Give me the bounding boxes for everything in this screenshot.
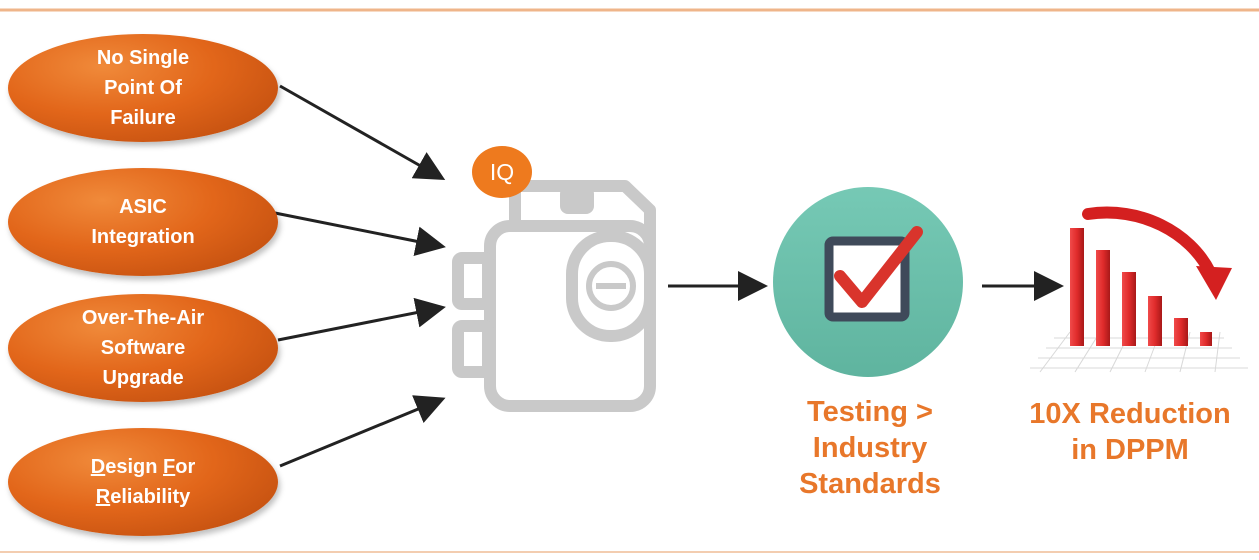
- checkbox-checked-icon: [773, 187, 963, 377]
- oval-line: Integration: [91, 226, 195, 248]
- text-fragment: or: [175, 456, 196, 478]
- underlined-letter: D: [90, 456, 106, 478]
- underlined-letter: R: [95, 486, 111, 508]
- oval-line: Software: [100, 337, 186, 359]
- oval-over-the-air-upgrade: Over-The-Air Software Upgrade: [8, 294, 278, 402]
- reduction-caption: 10X Reduction in DPPM: [1002, 396, 1258, 468]
- text-fragment: esign: [105, 456, 164, 478]
- oval-asic-integration: ASIC Integration: [8, 168, 278, 276]
- caption-line: 10X Reduction: [1029, 398, 1231, 430]
- oval-line: Point Of: [104, 77, 182, 99]
- underlined-letter: F: [163, 456, 176, 478]
- smart-meter-icon: [452, 180, 656, 412]
- oval-design-for-reliability: Design For Reliability: [8, 428, 278, 536]
- arrow-no-single-point: [279, 84, 446, 180]
- arrow-ota: [277, 297, 446, 342]
- oval-line-design-for: Design For: [43, 452, 243, 482]
- testing-caption: Testing > Industry Standards: [760, 394, 980, 502]
- oval-no-single-point-of-failure: No Single Point Of Failure: [8, 34, 278, 142]
- declining-bar-chart-icon: [1030, 206, 1248, 373]
- caption-line: Standards: [799, 468, 941, 500]
- oval-line: Upgrade: [102, 367, 184, 389]
- caption-line: Testing >: [807, 396, 933, 428]
- oval-line-reliability: Reliability: [43, 482, 243, 512]
- arrow-dfr: [279, 395, 446, 468]
- oval-line: Over-The-Air: [81, 307, 205, 329]
- text-fragment: eliability: [110, 486, 191, 508]
- caption-line: Industry: [812, 432, 928, 464]
- oval-line: No Single: [96, 47, 190, 69]
- arrow-asic: [274, 211, 446, 257]
- oval-line: Failure: [110, 107, 176, 129]
- caption-line: in DPPM: [1071, 434, 1189, 466]
- iq-badge: IQ: [472, 146, 532, 198]
- oval-line: ASIC: [119, 196, 167, 218]
